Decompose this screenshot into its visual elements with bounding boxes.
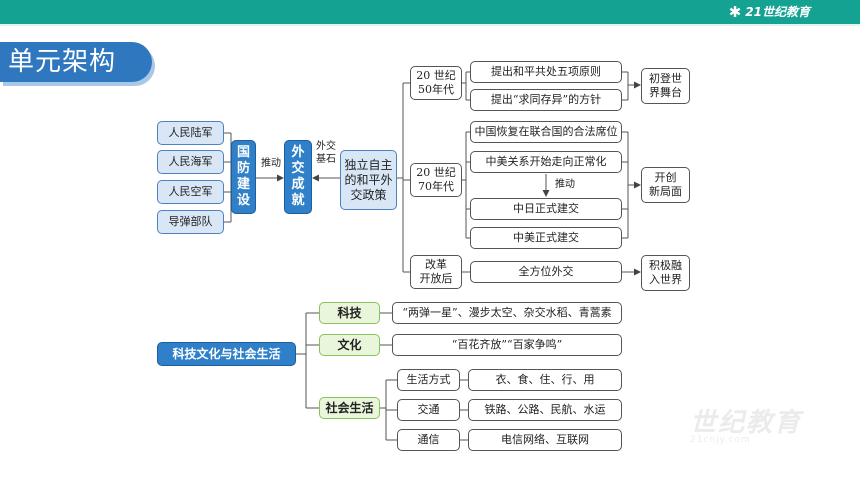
edge-label-push: 推动 xyxy=(261,158,281,169)
reform-item: 全方位外交 xyxy=(470,261,622,283)
military-item-navy: 人民海军 xyxy=(157,150,224,174)
watermark-sub: 21cnjy.com xyxy=(690,435,751,445)
unit-title-tab: 单元架构 xyxy=(0,42,152,82)
military-item-army: 人民陆军 xyxy=(157,121,224,145)
culture-wenhua-item: “百花齐放”“百家争鸣” xyxy=(392,334,622,356)
logo-text: 21世纪教育 xyxy=(745,5,810,19)
social-lifestyle-label: 生活方式 xyxy=(397,369,460,391)
military-item-airforce: 人民空军 xyxy=(157,180,224,204)
watermark-main: 世纪教育 xyxy=(690,408,803,438)
reform-result: 积极融 入世界 xyxy=(641,255,690,291)
brand-logo: ✱ 21世纪教育 xyxy=(729,4,810,21)
achievements-box: 外 交 成 就 xyxy=(284,140,312,214)
page-title: 单元架构 xyxy=(8,47,117,77)
era-50s-item-1: 提出和平共处五项原则 xyxy=(470,61,622,83)
military-item-missile: 导弹部队 xyxy=(157,210,224,234)
era-70s-item-4: 中美正式建交 xyxy=(470,227,622,249)
era-70s-item-2: 中美关系开始走向正常化 xyxy=(470,151,622,173)
top-bar xyxy=(0,0,860,24)
era-50s-item-2: 提出“求同存异”的方针 xyxy=(470,89,622,111)
era-70s-item-1: 中国恢复在联合国的合法席位 xyxy=(470,121,622,143)
culture-root: 科技文化与社会生活 xyxy=(157,342,296,366)
policy-box: 独立自主 的和平外 交政策 xyxy=(340,150,397,210)
top-bar-stripe xyxy=(0,24,860,26)
edge-label-push-2: 推动 xyxy=(555,179,575,190)
culture-tech-label: 科技 xyxy=(319,302,380,324)
culture-social-label: 社会生活 xyxy=(319,397,380,419)
era-50s-label: 20 世纪 50年代 xyxy=(410,66,462,100)
social-lifestyle-value: 衣、食、住、行、用 xyxy=(468,369,622,391)
reform-label: 改革 开放后 xyxy=(410,255,462,289)
social-comm-label: 通信 xyxy=(397,429,460,451)
watermark: 世纪教育 21cnjy.com xyxy=(690,402,820,448)
social-transport-label: 交通 xyxy=(397,399,460,421)
social-comm-value: 电信网络、互联网 xyxy=(468,429,622,451)
social-transport-value: 铁路、公路、民航、水运 xyxy=(468,399,622,421)
edge-label-foundation: 外交 基石 xyxy=(316,141,336,165)
era-70s-label: 20 世纪 70年代 xyxy=(410,163,462,197)
runner-icon: ✱ xyxy=(728,3,742,21)
era-70s-result: 开创 新局面 xyxy=(641,167,690,203)
era-70s-item-3: 中日正式建交 xyxy=(470,198,622,220)
culture-wenhua-label: 文化 xyxy=(319,334,380,356)
era-50s-result: 初登世 界舞台 xyxy=(641,68,690,104)
defense-box: 国 防 建 设 xyxy=(231,140,256,214)
culture-tech-item: “两弹一星”、漫步太空、杂交水稻、青蒿素 xyxy=(392,302,622,324)
